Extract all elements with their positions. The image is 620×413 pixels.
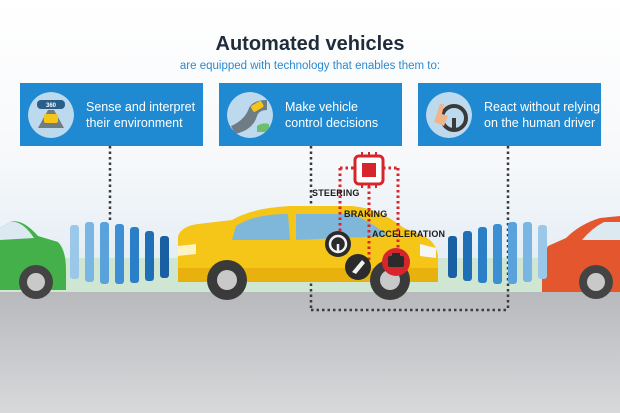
- connector-lines: [108, 146, 510, 312]
- card-react: React without relying on the human drive…: [418, 83, 601, 146]
- sensor-waves-left: [70, 222, 169, 284]
- steering-wheel-hand-icon: [426, 91, 472, 138]
- card-decide-line1: Make vehicle: [285, 99, 358, 114]
- sensor-waves-right: [448, 222, 547, 284]
- road: [0, 292, 620, 413]
- engine-icon: [382, 248, 410, 276]
- card-sense-line2: their environment: [86, 115, 183, 130]
- card-sense-line1: Sense and interpret: [86, 99, 196, 114]
- card-react-line1: React without relying: [484, 99, 601, 114]
- 360-camera-road-icon: 360: [28, 91, 74, 138]
- page-subtitle: are equipped with technology that enable…: [179, 60, 441, 72]
- acceleration-label: ACCELERATION: [372, 229, 446, 239]
- control-circuit: [338, 166, 400, 262]
- braking-label: BRAKING: [344, 209, 388, 219]
- card-react-line2: on the human driver: [484, 115, 596, 130]
- card-decide-line2: control decisions: [285, 115, 379, 130]
- brake-pedal-icon: [345, 254, 371, 280]
- card-sense: 360 Sense and interpret their environmen…: [20, 83, 203, 146]
- icon-badge-360: 360: [46, 103, 57, 109]
- green-car: [0, 221, 66, 299]
- road-car-icon: [227, 91, 273, 138]
- steering-label: STEERING: [312, 188, 360, 198]
- steering-wheel-icon: [325, 231, 351, 257]
- cpu-chip-icon: [353, 152, 385, 188]
- orange-car: [542, 216, 620, 299]
- card-decide: Make vehicle control decisions: [219, 83, 402, 146]
- page-title: Automated vehicles: [215, 33, 405, 55]
